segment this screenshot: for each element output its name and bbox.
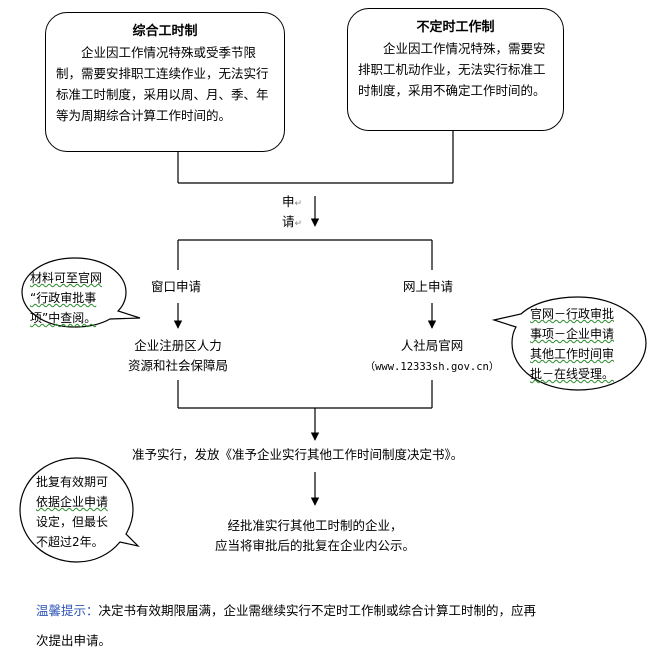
online-path-bubble (491, 296, 647, 391)
publicize-step: 经批准实行其他工时制的企业， 应当将审批后的批复在企业内公示。 (180, 516, 450, 556)
hr-official-website-name: 人社局官网 (400, 338, 464, 353)
online-path-note-line-1: 官网－行政审批 (530, 307, 615, 321)
district-hr-bureau-line-2: 资源和社会保障局 (127, 358, 228, 373)
validity-note-line-3: 设定，但最长 (36, 515, 109, 529)
online-path-note-line-2: 事项－企业申请 (530, 327, 615, 341)
online-path-note-line-3: 其他工作时间审 (530, 347, 615, 361)
flexible-hours-description: 企业因工作情况特殊，需要安排职工机动作业，无法实行标准工时制度，采用不确定工作时… (358, 41, 546, 98)
validity-note: 批复有效期可 依据企业申请 设定，但最长 不超过2年。 (36, 472, 126, 552)
validity-note-line-2: 依据企业申请 (36, 495, 109, 509)
district-hr-bureau: 企业注册区人力 资源和社会保障局 (108, 336, 248, 376)
return-mark-icon: ↵ (294, 219, 303, 229)
online-path-note-line-4: 批－在线受理。 (530, 367, 615, 381)
flexible-hours-box: 不定时工作制 企业因工作情况特殊，需要安排职工机动作业，无法实行标准工时制度，采… (347, 8, 564, 131)
approval-step: 准予实行，发放《准予企业实行其他工作时间制度决定书》。 (132, 447, 464, 462)
warm-tip-text-line-2: 次提出申请。 (36, 633, 112, 648)
materials-bubble (21, 257, 141, 328)
comprehensive-hours-box: 综合工时制 企业因工作情况特殊或受季节限制，需要安排职工连续作业，无法实行标准工… (45, 12, 285, 152)
materials-note-line-2: “行政审批事 (30, 291, 97, 305)
validity-note-line-1: 批复有效期可 (36, 475, 109, 489)
return-mark-icon: ↵ (294, 199, 303, 209)
online-path-note: 官网－行政审批 事项－企业申请 其他工作时间审 批－在线受理。 (530, 304, 640, 384)
warm-tip: 温馨提示：决定书有效期限届满，企业需继续实行不定时工作制或综合计算工时制的，应再… (36, 596, 536, 656)
validity-bubble (19, 457, 140, 563)
materials-note: 材料可至官网 “行政审批事 项”中查阅。 (30, 268, 130, 328)
publicize-step-line-1: 经批准实行其他工时制的企业， (227, 518, 403, 533)
warm-tip-label: 温馨提示： (36, 603, 99, 618)
hr-official-website: 人社局官网 （www.12333sh.gov.cn） (352, 336, 512, 377)
comprehensive-hours-title: 综合工时制 (132, 24, 198, 39)
validity-note-line-4: 不超过2年。 (36, 535, 104, 549)
warm-tip-text-line-1: 决定书有效期限届满，企业需继续实行不定时工作制或综合计算工时制的，应再 (98, 603, 537, 618)
window-application-label: 窗口申请 (151, 279, 202, 294)
apply-char-2: 请 (282, 214, 295, 229)
publicize-step-line-2: 应当将审批后的批复在企业内公示。 (214, 538, 415, 553)
apply-char-1: 申 (282, 194, 295, 209)
online-application-label: 网上申请 (403, 279, 454, 294)
apply-label: 申↵ 请↵ (282, 193, 302, 233)
comprehensive-hours-description: 企业因工作情况特殊或受季节限制，需要安排职工连续作业，无法实行标准工时制度，采用… (56, 45, 269, 123)
hr-official-website-url: （www.12333sh.gov.cn） (364, 361, 500, 373)
district-hr-bureau-line-1: 企业注册区人力 (134, 338, 222, 353)
flexible-hours-title: 不定时工作制 (416, 20, 495, 35)
materials-note-line-1: 材料可至官网 (30, 271, 103, 285)
materials-note-line-3: 项”中查阅。 (30, 311, 97, 325)
